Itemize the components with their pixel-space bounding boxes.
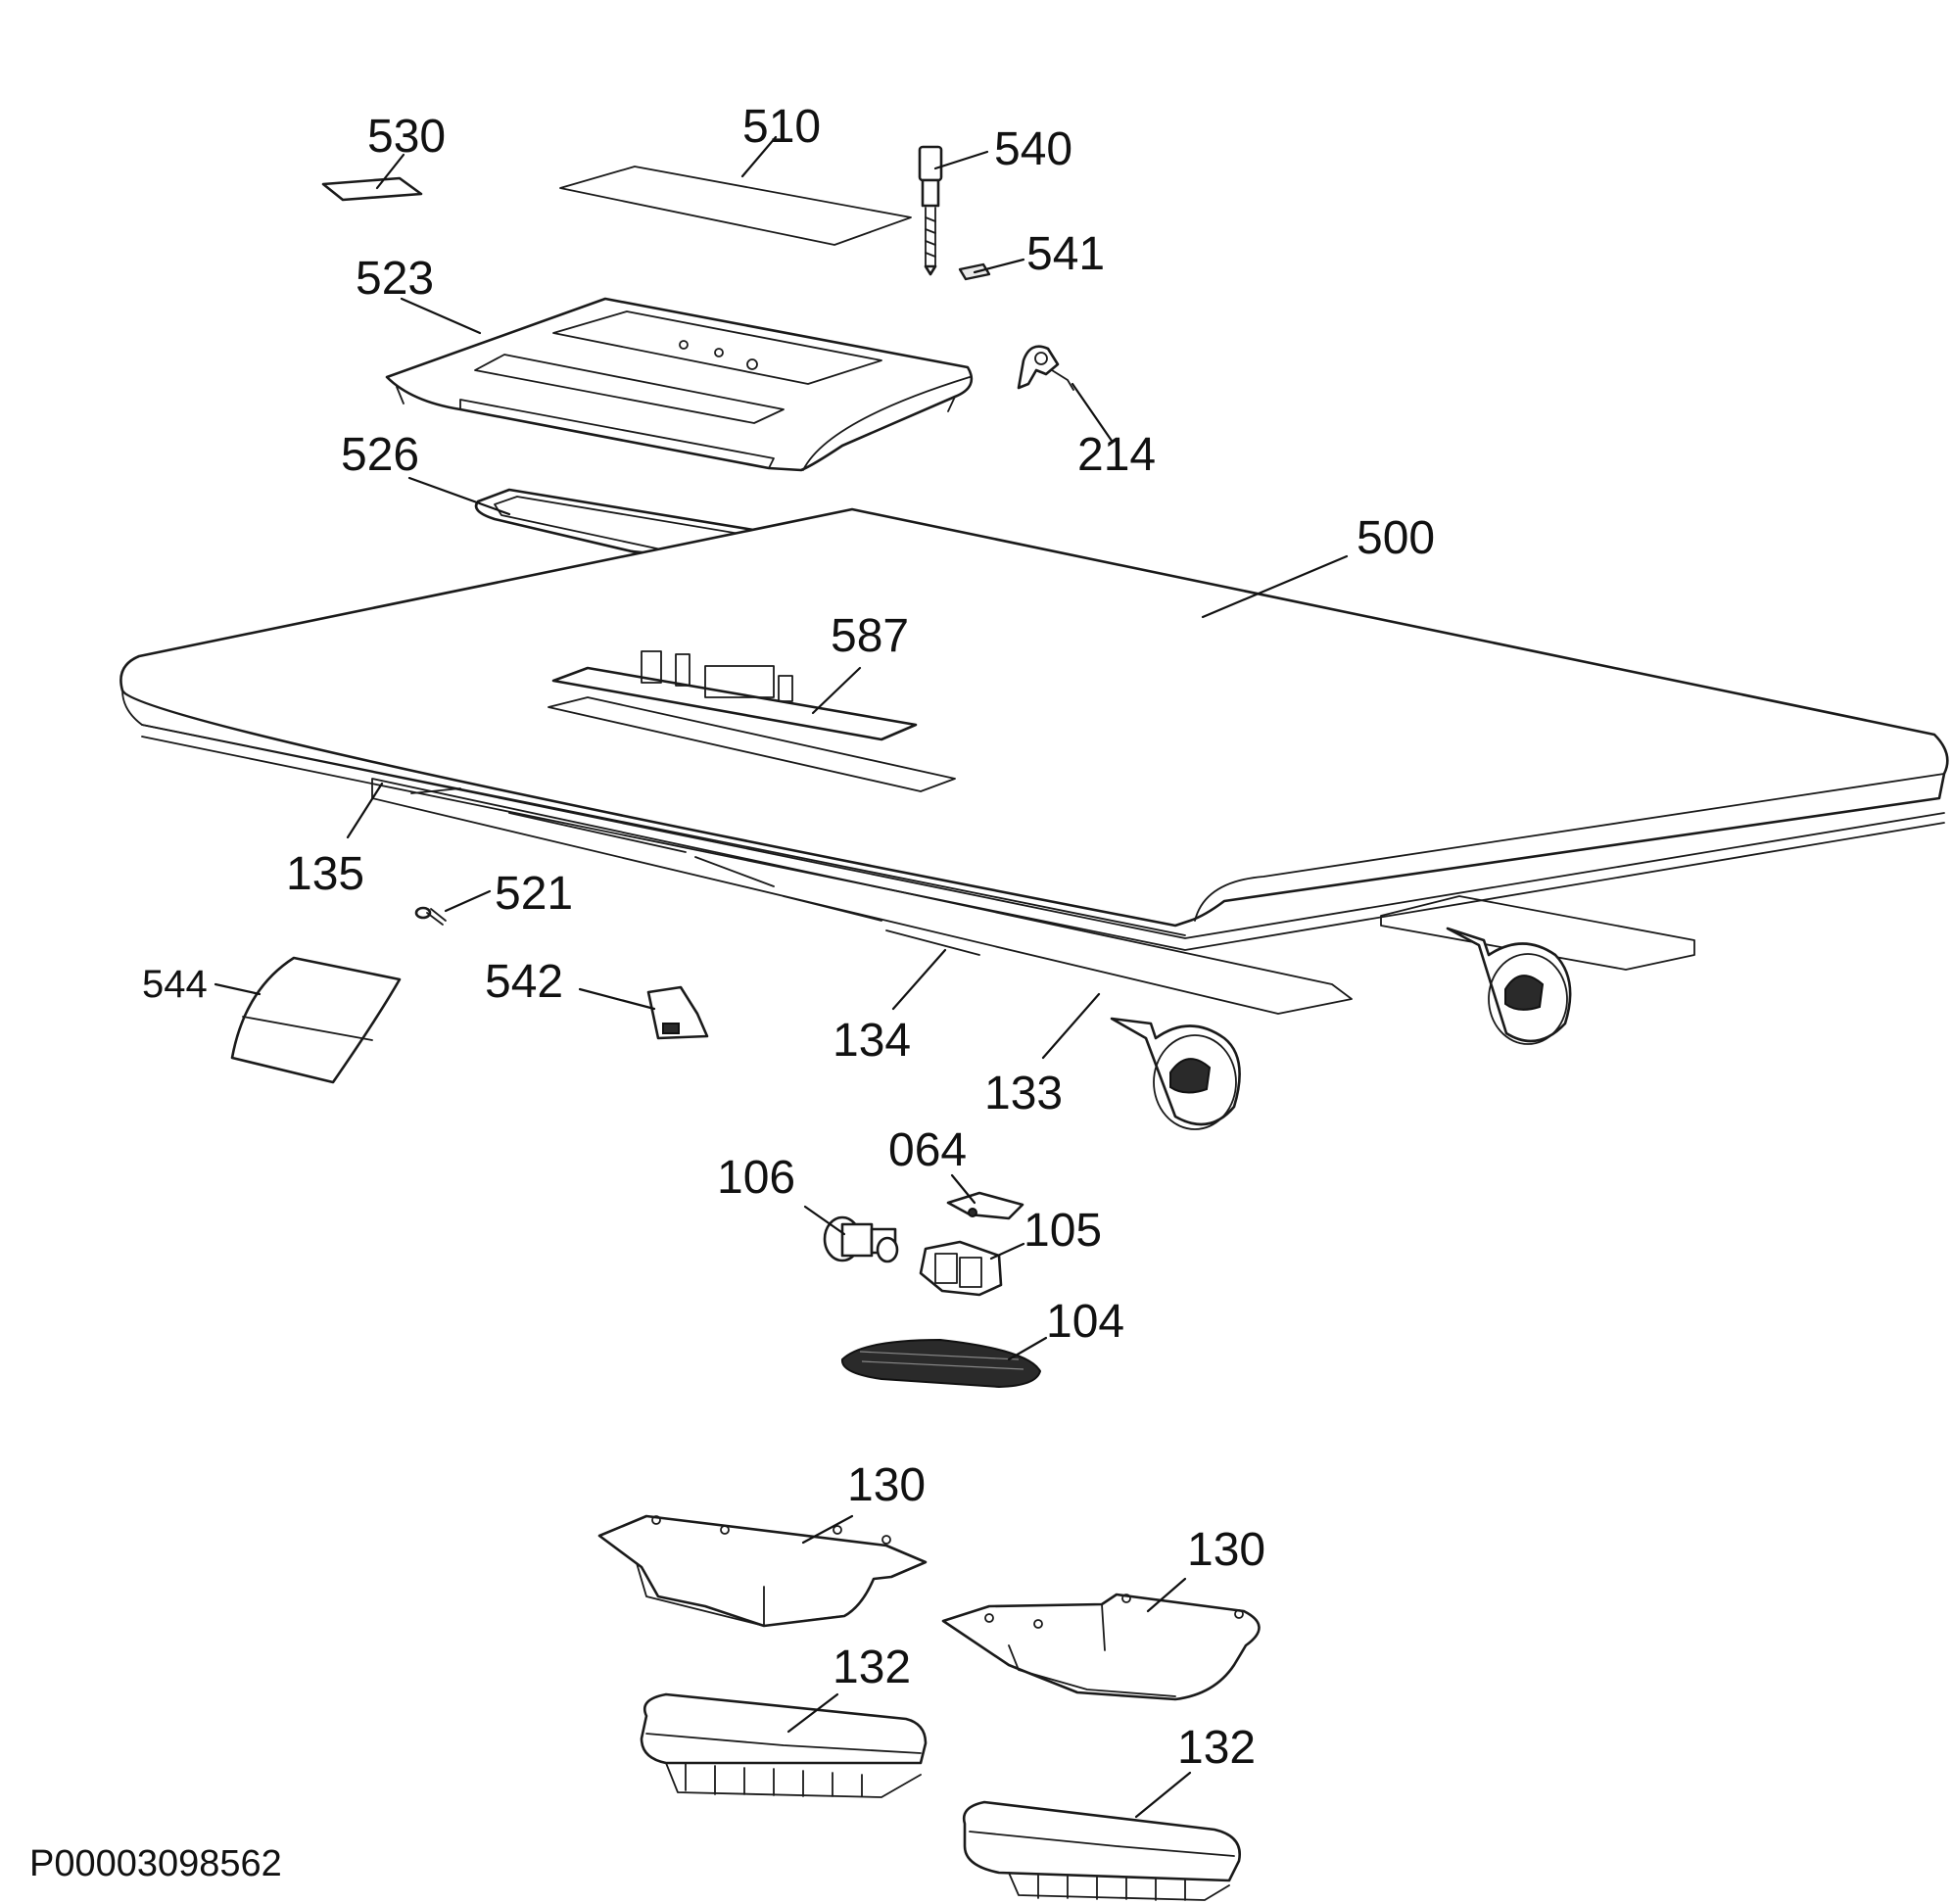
part-104-grille bbox=[840, 1338, 1042, 1389]
callout-540: 540 bbox=[994, 123, 1072, 175]
part-132-box-right bbox=[962, 1800, 1241, 1901]
callout-526: 526 bbox=[341, 429, 419, 481]
part-133-134-135-frame-rails bbox=[371, 778, 1695, 1130]
callout-134: 134 bbox=[833, 1015, 911, 1067]
callout-064: 064 bbox=[888, 1124, 967, 1176]
part-510-film bbox=[559, 166, 912, 246]
callout-521: 521 bbox=[495, 868, 573, 920]
callout-105: 105 bbox=[1024, 1205, 1102, 1257]
callout-510: 510 bbox=[742, 101, 821, 153]
callout-106: 106 bbox=[717, 1152, 795, 1204]
callout-133: 133 bbox=[984, 1068, 1063, 1119]
part-130-tray-right bbox=[941, 1593, 1261, 1701]
callout-130-left: 130 bbox=[847, 1459, 926, 1511]
reference-code: P00003098562 bbox=[29, 1843, 282, 1884]
part-587-control-board bbox=[548, 650, 956, 792]
callout-214: 214 bbox=[1077, 429, 1156, 481]
part-540-screw bbox=[918, 145, 943, 276]
callout-labels: 530 510 540 541 523 214 526 500 587 135 … bbox=[29, 101, 1435, 1884]
callout-135: 135 bbox=[286, 848, 364, 900]
part-500-worktop bbox=[119, 507, 1949, 951]
callout-132-right: 132 bbox=[1177, 1722, 1256, 1774]
part-106-fitting bbox=[823, 1215, 899, 1263]
part-523-panel-cover bbox=[385, 297, 974, 472]
callout-587: 587 bbox=[831, 610, 909, 662]
callout-500: 500 bbox=[1357, 512, 1435, 564]
callout-541: 541 bbox=[1026, 228, 1105, 280]
callout-544: 544 bbox=[142, 963, 208, 1006]
callout-542: 542 bbox=[485, 956, 563, 1008]
part-544-cover-flap bbox=[230, 956, 402, 1084]
part-132-box-left bbox=[640, 1692, 928, 1798]
part-214-key-switch bbox=[1017, 345, 1074, 391]
part-542-bracket bbox=[646, 985, 709, 1040]
part-530-label-strip bbox=[321, 176, 423, 202]
part-064-component bbox=[946, 1191, 1024, 1220]
callout-132-left: 132 bbox=[833, 1642, 911, 1693]
callout-530: 530 bbox=[367, 111, 446, 163]
callout-130-right: 130 bbox=[1187, 1524, 1265, 1576]
callout-523: 523 bbox=[356, 253, 434, 305]
callout-104: 104 bbox=[1046, 1296, 1124, 1348]
leader-lines bbox=[214, 135, 1349, 1819]
part-105-switch-housing bbox=[919, 1240, 1003, 1297]
part-130-tray-left bbox=[597, 1514, 928, 1628]
part-521-screw bbox=[414, 906, 447, 926]
